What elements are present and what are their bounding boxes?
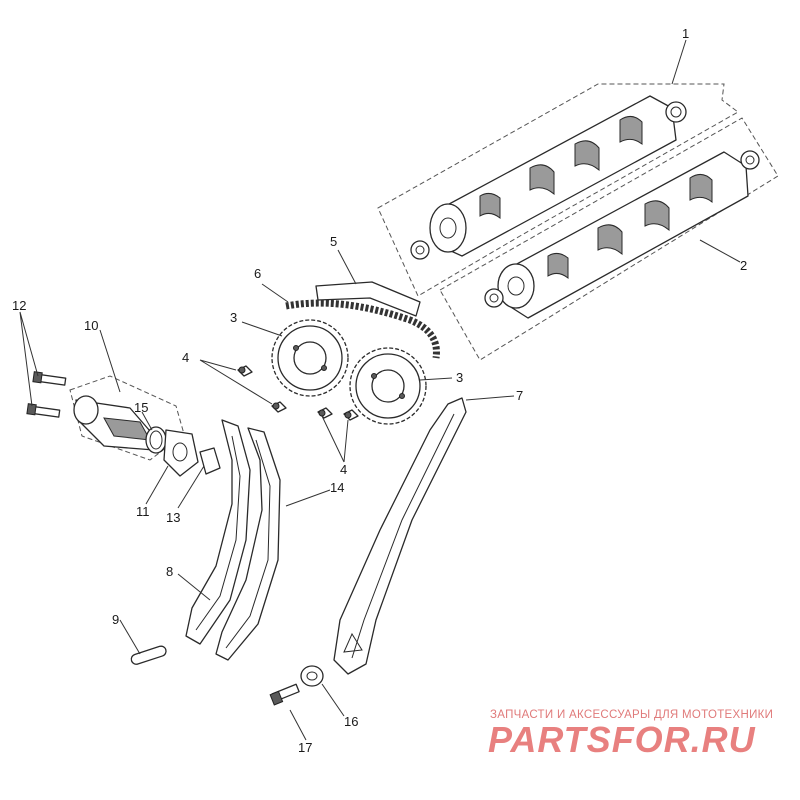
callout-4-upper: 4 — [182, 350, 189, 365]
tensioner-bolts — [26, 371, 67, 418]
watermark-brand: PARTSFOR.RU — [488, 719, 756, 760]
callout-10: 10 — [84, 318, 98, 333]
sprocket-bolts — [237, 365, 359, 421]
guide-washer — [300, 665, 324, 687]
callout-labels: 1 2 3 3 4 4 5 6 7 8 9 10 11 12 13 14 15 … — [12, 26, 747, 755]
callout-7: 7 — [516, 388, 523, 403]
callout-15: 15 — [134, 400, 148, 415]
callout-3-right: 3 — [456, 370, 463, 385]
cam-sprocket-left — [271, 319, 349, 397]
camshaft-group-frames — [377, 83, 779, 361]
guide-pin — [130, 645, 167, 665]
callout-4-lower: 4 — [340, 462, 347, 477]
callout-17: 17 — [298, 740, 312, 755]
watermark-tagline: ЗАПЧАСТИ И АКСЕССУАРЫ ДЛЯ МОТОТЕХНИКИ — [490, 709, 773, 721]
guide-bolt — [269, 683, 300, 706]
fixed-chain-guide — [333, 397, 467, 675]
callout-6: 6 — [254, 266, 261, 281]
camshaft-exhaust — [484, 150, 760, 319]
callout-5: 5 — [330, 234, 337, 249]
tensioner-guide — [215, 427, 281, 661]
callout-2: 2 — [740, 258, 747, 273]
tensioner-gasket — [163, 429, 199, 477]
callout-13: 13 — [166, 510, 180, 525]
callout-12: 12 — [12, 298, 26, 313]
callout-11: 11 — [136, 504, 150, 519]
cam-sprocket-right — [349, 347, 427, 425]
callout-1: 1 — [682, 26, 689, 41]
callout-3-left: 3 — [230, 310, 237, 325]
camshaft-intake — [410, 95, 687, 260]
tensioner-pad — [199, 447, 221, 475]
tensioner-seal — [145, 426, 167, 454]
callout-16: 16 — [344, 714, 358, 729]
callout-9: 9 — [112, 612, 119, 627]
callout-14: 14 — [330, 480, 344, 495]
upper-chain-guide — [315, 281, 421, 317]
tensioner-blade — [185, 419, 251, 645]
callout-8: 8 — [166, 564, 173, 579]
watermark: ЗАПЧАСТИ И АКСЕССУАРЫ ДЛЯ МОТОТЕХНИКИ PA… — [488, 709, 773, 760]
leader-lines — [19, 39, 741, 741]
